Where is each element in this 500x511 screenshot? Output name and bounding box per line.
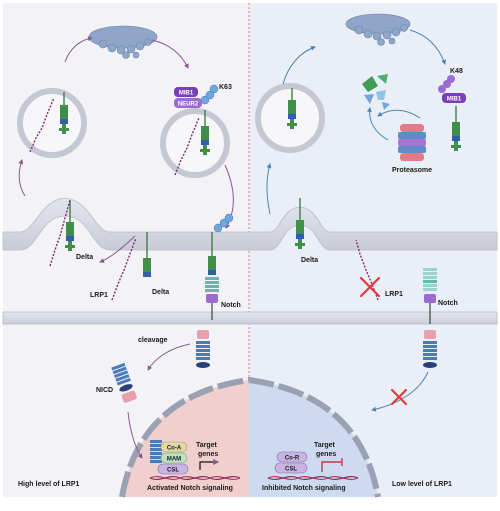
nicd-free — [111, 362, 137, 403]
delta-label-1: Delta — [76, 254, 93, 261]
delta-k48-right — [438, 75, 466, 151]
notch-label-right: Notch — [438, 300, 458, 307]
dna-right-strand-2 — [267, 475, 359, 481]
inhibited-complex — [274, 451, 308, 474]
target-genes-right-2: genes — [316, 451, 336, 458]
proteasome — [398, 124, 426, 161]
repression-bar — [321, 458, 343, 472]
delta-membrane-left-bump — [65, 200, 75, 251]
caption-high-lrp1: High level of LRP1 — [18, 481, 80, 488]
k63-label: K63 — [219, 84, 232, 91]
arrow-membrane-to-vesicle-right — [266, 163, 272, 215]
red-x-lrp1 — [359, 276, 381, 298]
lrp1-in-vesicle-1 — [29, 97, 55, 153]
arrow-lrp1-shuttle — [99, 235, 136, 263]
notch-right — [423, 268, 437, 368]
target-genes-left-2: genes — [198, 451, 218, 458]
delta-label-right: Delta — [301, 257, 318, 264]
caption-low-lrp1: Low level of LRP1 — [392, 481, 452, 488]
caption-activated: Activated Notch signaling — [147, 485, 233, 492]
arrow-membrane-to-vesicle — [18, 159, 26, 197]
delta-in-vesicle-right — [287, 88, 297, 129]
target-genes-left-1: Target — [196, 442, 218, 449]
activated-complex — [150, 440, 189, 475]
nuclear-envelope — [119, 376, 381, 498]
delta-membrane-left-mid — [143, 232, 151, 277]
lrp1-membrane-left-bump — [49, 199, 71, 267]
transcription-arrow — [199, 459, 220, 470]
ubiquitin-chain-left — [213, 213, 234, 233]
neur2-label: NEUR2 — [178, 102, 199, 108]
red-x-nicd — [390, 388, 408, 406]
vesicle-left-1 — [17, 88, 87, 158]
delta-label-2: Delta — [152, 289, 169, 296]
nicd-bound-left — [196, 330, 210, 368]
lrp1-membrane-right — [355, 239, 379, 301]
nucleus-left-half — [122, 380, 249, 497]
arrow-blocked-nicd — [371, 371, 429, 412]
lower-membrane — [2, 311, 498, 325]
cleavage-label: cleavage — [138, 337, 168, 344]
lrp1-label-left: LRP1 — [90, 292, 108, 299]
coa-label: Co-A — [167, 446, 182, 452]
arrow-vesicle-to-membrane — [224, 164, 234, 229]
arrow-vesicle-to-lysosome — [64, 36, 93, 63]
target-genes-right-1: Target — [314, 442, 336, 449]
k48-label: K48 — [450, 68, 463, 75]
lrp1-label-right: LRP1 — [385, 291, 403, 298]
dna-left-strand-2 — [149, 475, 241, 481]
proteasome-label: Proteasome — [392, 167, 432, 174]
mib1-label-left: MIB1 — [179, 91, 194, 97]
csl-label-left: CSL — [167, 468, 179, 474]
caption-inhibited: Inhibited Notch signaling — [262, 485, 346, 492]
upper-membrane — [2, 197, 498, 251]
arrow-proteasome-to-degradation — [366, 107, 389, 141]
delta-membrane-right-bump — [295, 198, 305, 249]
notch-left — [205, 232, 219, 320]
nicd-label: NICD — [96, 387, 113, 394]
mib1-label-right: MIB1 — [447, 97, 462, 103]
lrp1-in-vesicle-2 — [174, 117, 200, 176]
lysosome-cluster-left — [88, 25, 158, 59]
mam-label: MAM — [167, 457, 181, 463]
arrow-lysosome-to-vesicle — [151, 39, 189, 69]
mib1-neur2-complex — [174, 84, 219, 108]
delta-in-vesicle-1 — [59, 92, 69, 134]
arrow-nicd-to-nucleus — [127, 411, 143, 459]
csl-label-right: CSL — [285, 467, 297, 473]
cor-label: Co-R — [285, 456, 300, 462]
delta-in-vesicle-2 — [200, 110, 210, 155]
lysosome-cluster-right — [345, 13, 411, 46]
arrow-mib1-to-proteasome-right — [377, 109, 421, 119]
arrow-lysosome-to-k48 — [409, 29, 447, 65]
lrp1-membrane-left-mid — [111, 237, 137, 301]
degradation-fragments — [362, 74, 390, 110]
arrow-cleavage — [147, 343, 191, 371]
notch-label-left: Notch — [221, 302, 241, 309]
vesicle-left-2 — [160, 108, 230, 178]
arrow-vesicle-to-lysosome-right — [282, 45, 316, 85]
